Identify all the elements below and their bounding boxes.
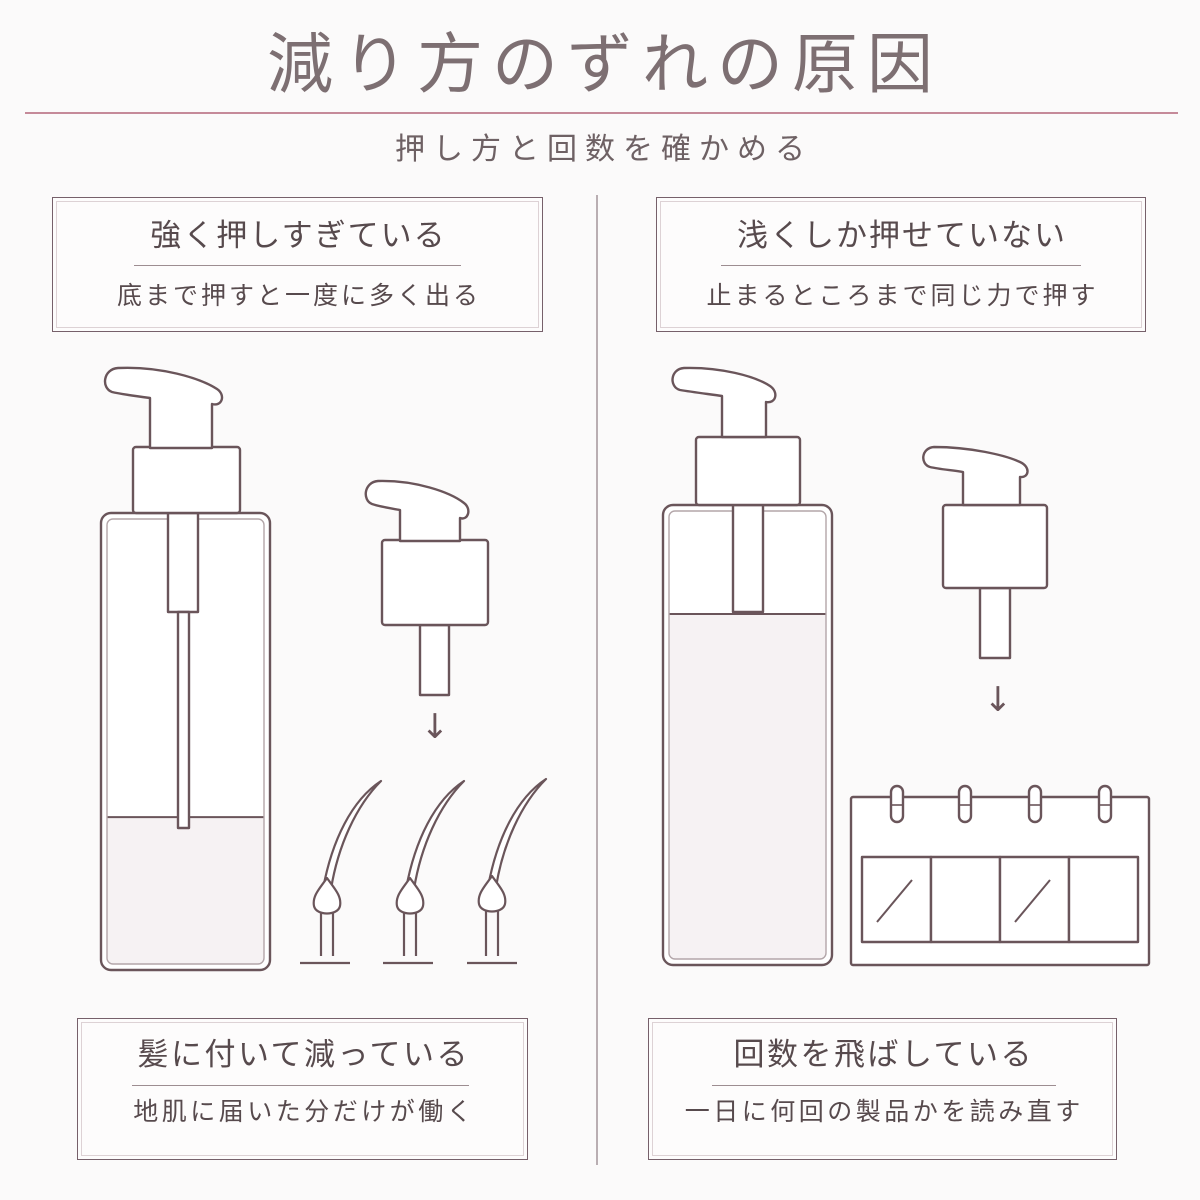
calendar-check-mark [876,879,913,923]
card-title: 髪に付いて減っている [137,1037,471,1073]
dip-tube [176,610,191,830]
pump-head [364,479,470,543]
card-title: 回数を飛ばしている [733,1037,1035,1073]
hair-shaft [321,779,383,891]
pump-collar [131,445,242,515]
calendar-day-grid [860,855,1140,944]
calendar-icon [849,784,1151,967]
dip-tube-upper [731,503,765,614]
calendar-ring [889,784,905,824]
card-press-too-hard: 強く押しすぎている 底まで押すと一度に多く出る [52,197,543,332]
card-text: 一日に何回の製品かを読み直す [684,1097,1084,1126]
pump-head [671,366,777,439]
hair-strand-icon [300,779,383,965]
card-divider [132,1085,469,1086]
pump-collar [941,503,1049,590]
hair-root [402,913,418,956]
pump-bottle-pressed-icon [99,366,272,972]
liquid-fill [669,614,826,959]
pump-tube [978,586,1012,660]
calendar-ring [1027,784,1043,824]
hair-bulb [477,874,507,913]
liquid-fill [107,817,264,964]
pump-collar [380,538,490,627]
calendar-day-cell [929,855,1002,944]
card-divider [134,265,461,266]
card-title: 強く押しすぎている [150,218,447,254]
hair-bulb [312,876,342,915]
card-divider [721,265,1081,266]
card-text: 底まで押すと一度に多く出る [116,281,481,310]
card-text: 地肌に届いた分だけが働く [133,1097,476,1126]
pump-tube [418,623,451,697]
hair-strand-icon [467,777,548,965]
down-arrow-icon: ↓ [983,680,1013,720]
calendar-day-cell [1067,855,1140,944]
down-arrow-icon: ↓ [420,707,450,747]
card-text: 止まるところまで同じ力で押す [706,281,1099,310]
dip-tube-upper [166,511,200,614]
card-skipped-uses: 回数を飛ばしている 一日に何回の製品かを読み直す [648,1018,1117,1160]
pump-head [103,366,224,450]
calendar-rings [889,784,1113,824]
hair-bulb [395,876,425,915]
page-subtitle: 押し方と回数を確かめる [395,132,813,167]
pump-head-icon [364,479,490,697]
calendar-ring [957,784,973,824]
pump-collar [694,435,802,507]
hair-strand-icon [383,779,466,965]
hair-root [484,911,500,956]
card-used-on-hair: 髪に付いて減っている 地肌に届いた分だけが働く [77,1018,528,1160]
pump-head [922,445,1029,507]
pump-bottle-full-icon [661,366,834,967]
hair-strands [300,777,548,965]
pump-head-icon [922,445,1049,660]
page-title: 減り方のずれの原因 [267,26,942,103]
hair-shaft [404,779,466,891]
calendar-ring [1097,784,1113,824]
calendar-check-mark [1014,879,1051,923]
hair-shaft [486,777,548,889]
hair-root [319,913,335,956]
card-divider [712,1085,1056,1086]
card-press-too-shallow: 浅くしか押せていない 止まるところまで同じ力で押す [656,197,1146,332]
card-title: 浅くしか押せていない [737,218,1067,254]
